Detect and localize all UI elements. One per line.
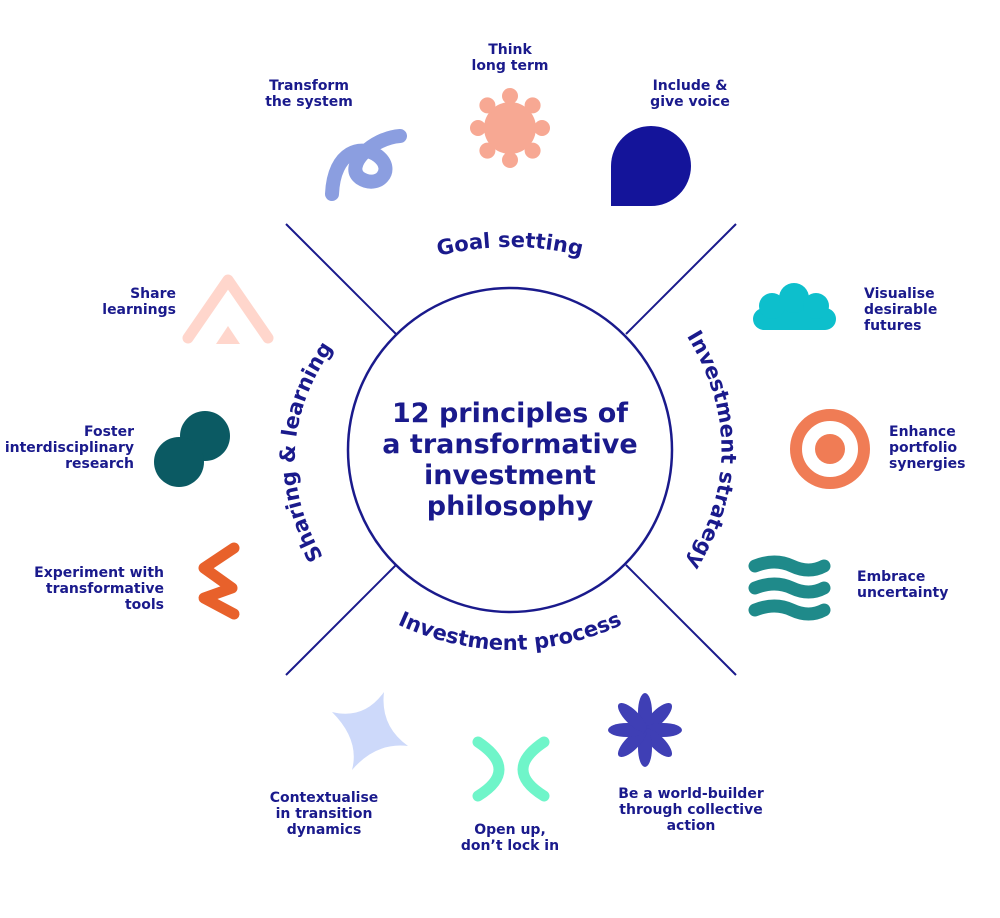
label-include-voice: Include & give voice bbox=[650, 78, 730, 110]
quadrant-label-bottom: Investment process bbox=[395, 607, 625, 655]
label-experiment: Experiment with transformative tools bbox=[34, 565, 164, 613]
sun-icon bbox=[470, 88, 550, 168]
loop-icon bbox=[325, 129, 407, 201]
quadrant-label-top: Goal setting bbox=[434, 228, 585, 261]
label-share-learnings: Share learnings bbox=[102, 286, 176, 318]
speech-drop-icon bbox=[611, 126, 691, 206]
zigzag-icon bbox=[198, 542, 240, 620]
label-think-long-term: Think long term bbox=[471, 42, 549, 74]
cloud-icon bbox=[753, 283, 836, 330]
crossed-arcs-icon bbox=[472, 736, 550, 802]
overlapping-circles-icon bbox=[154, 411, 230, 487]
label-transform-system: Transform the system bbox=[265, 78, 353, 110]
label-open-up: Open up, don’t lock in bbox=[460, 822, 560, 854]
four-point-star-icon bbox=[332, 692, 408, 770]
center-circle bbox=[346, 286, 674, 614]
asterisk-flower-icon bbox=[608, 693, 682, 767]
label-enhance-synergies: Enhance portfolio synergies bbox=[889, 424, 966, 472]
chevron-up-icon bbox=[182, 274, 274, 344]
label-embrace-uncertainty: Embrace uncertainty bbox=[857, 569, 949, 601]
quadrant-label-left: Sharing & learning bbox=[276, 337, 338, 566]
quadrant-label-right: Investment strategy bbox=[682, 326, 740, 574]
label-world-builder: Be a world-builder through collective ac… bbox=[618, 786, 764, 834]
label-contextualise: Contextualise in transition dynamics bbox=[269, 790, 379, 838]
divider-bottom-left bbox=[285, 564, 397, 676]
divider-top-right bbox=[625, 223, 737, 335]
divider-bottom-right bbox=[625, 564, 737, 676]
label-visualise-futures: Visualise desirable futures bbox=[864, 286, 938, 334]
label-foster-research: Foster interdisciplinary research bbox=[4, 424, 134, 472]
waves-icon bbox=[748, 555, 831, 621]
target-icon bbox=[790, 409, 870, 489]
center-title: 12 principles of a transformative invest… bbox=[382, 398, 638, 522]
divider-top-left bbox=[285, 223, 397, 335]
